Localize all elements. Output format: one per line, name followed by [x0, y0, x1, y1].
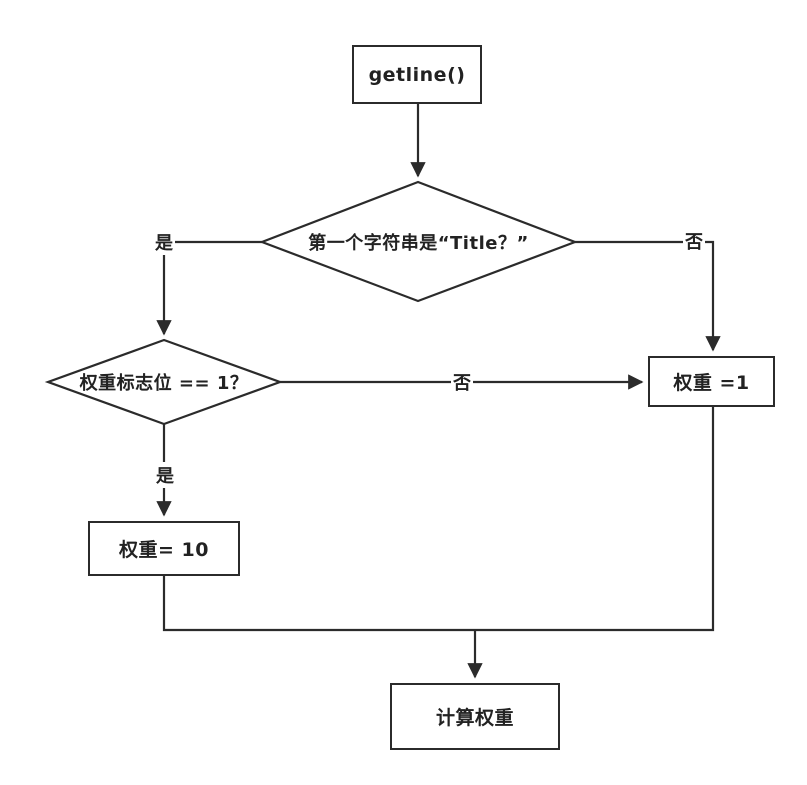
edge-label-title-yes: 是 — [153, 229, 175, 255]
decision-title-shape — [258, 180, 579, 303]
node-decision-title[interactable]: 第一个字符串是“Title？” — [262, 182, 575, 301]
edge-title-yes — [156, 240, 262, 336]
node-decision-title-label: 第一个字符串是“Title？” — [308, 232, 529, 254]
node-compute-label: 计算权重 — [435, 707, 514, 729]
edge-weight10-to-merge — [162, 576, 475, 632]
node-weight-one[interactable]: 权重 =1 — [648, 356, 775, 407]
node-weight-one-label: 权重 =1 — [673, 372, 750, 394]
node-weight-ten[interactable]: 权重= 10 — [88, 521, 240, 576]
edge-label-title-no: 否 — [683, 228, 705, 254]
node-weight-ten-label: 权重= 10 — [119, 539, 209, 561]
edge-title-no — [575, 240, 721, 352]
edge-label-flag-no: 否 — [451, 369, 473, 395]
node-decision-flag[interactable]: 权重标志位 == 1？ — [48, 340, 280, 424]
node-getline[interactable]: getline() — [352, 45, 482, 104]
node-compute[interactable]: 计算权重 — [390, 683, 560, 750]
edge-label-flag-yes: 是 — [154, 462, 176, 488]
edge-weight1-to-merge — [475, 407, 715, 632]
node-getline-label: getline() — [368, 63, 466, 86]
node-decision-flag-label: 权重标志位 == 1？ — [79, 373, 249, 394]
